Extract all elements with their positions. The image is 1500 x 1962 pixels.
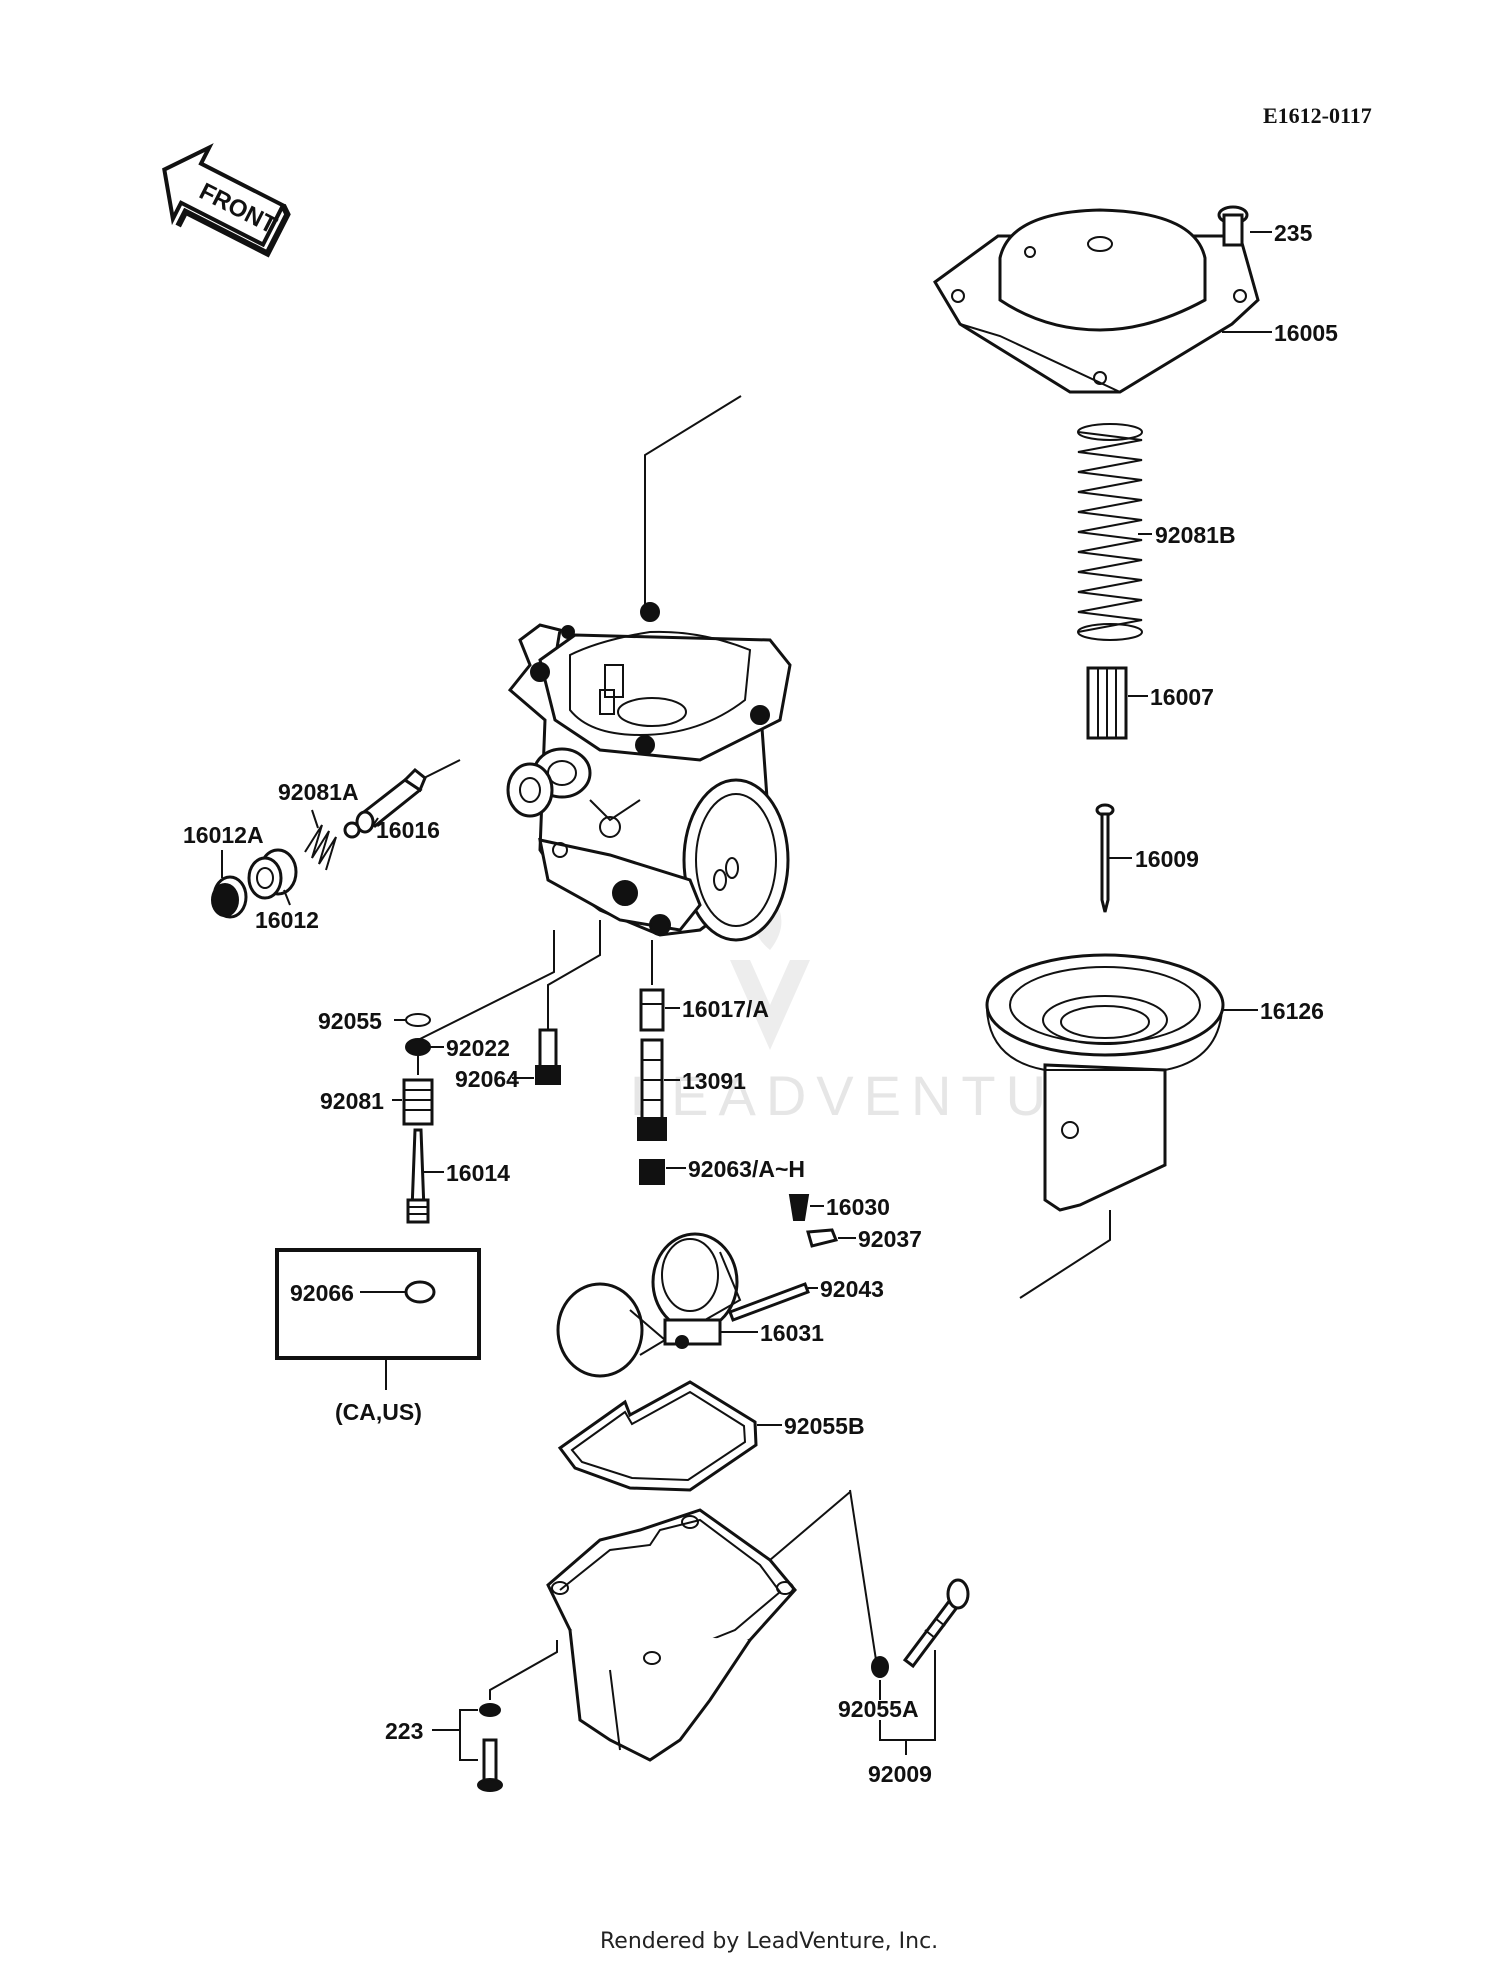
needle-jet-16017A	[639, 988, 665, 1032]
label-92022: 92022	[446, 1035, 510, 1061]
label-16016: 16016	[376, 817, 440, 843]
needle-16009	[1095, 803, 1115, 913]
variant-note: (CA,US)	[335, 1399, 422, 1425]
label-16012: 16012	[255, 907, 319, 933]
label-16009: 16009	[1135, 846, 1199, 872]
label-16014: 16014	[446, 1160, 510, 1186]
label-13091: 13091	[682, 1068, 746, 1094]
label-16005: 16005	[1274, 320, 1338, 346]
diagram-code: E1612-0117	[1263, 103, 1372, 128]
oring-92055	[405, 1013, 431, 1027]
bleed-pipe-13091	[637, 1038, 667, 1141]
clip-92037	[806, 1228, 839, 1248]
label-16017A: 16017/A	[682, 996, 769, 1022]
footer-credit: Rendered by LeadVenture, Inc.	[600, 1929, 938, 1954]
float-16031	[556, 1232, 742, 1378]
label-16007: 16007	[1150, 684, 1214, 710]
label-16012A: 16012A	[183, 822, 264, 848]
oring-92055A	[871, 1656, 889, 1678]
spring-92081B	[1077, 423, 1143, 641]
label-92066: 92066	[290, 1280, 354, 1306]
label-16030: 16030	[826, 1194, 890, 1220]
spring-92081A	[304, 824, 337, 871]
front-arrow-icon: FRONT	[162, 143, 291, 258]
diaphragm-16126	[985, 953, 1225, 1212]
label-92055A: 92055A	[838, 1696, 919, 1722]
label-16031: 16031	[760, 1320, 824, 1346]
variant-box	[275, 1248, 481, 1360]
label-223: 223	[385, 1718, 423, 1744]
carburetor-body	[506, 602, 792, 942]
label-92037: 92037	[858, 1226, 922, 1252]
pilot-screw-16016	[343, 767, 427, 839]
screw-16014	[406, 1128, 430, 1224]
label-92055B: 92055B	[784, 1413, 865, 1439]
label-235: 235	[1274, 220, 1313, 246]
top-cover-16005	[933, 208, 1260, 394]
screw-223	[477, 1703, 503, 1792]
float-valve-16030	[788, 1194, 810, 1221]
pin-92043	[728, 1282, 810, 1322]
spring-92081	[402, 1078, 434, 1126]
washer-92022	[405, 1038, 431, 1056]
label-92064: 92064	[455, 1066, 519, 1092]
jet-92064	[535, 1028, 561, 1085]
label-92081B: 92081B	[1155, 522, 1236, 548]
label-92055: 92055	[318, 1008, 382, 1034]
main-jet-92063	[639, 1159, 665, 1185]
label-92081: 92081	[320, 1088, 384, 1114]
label-92081A: 92081A	[278, 779, 359, 805]
label-16126: 16126	[1260, 998, 1324, 1024]
gasket-92055B	[557, 1380, 758, 1492]
drain-screw-92009	[902, 1578, 970, 1669]
label-92043: 92043	[820, 1276, 884, 1302]
float-bowl	[546, 1508, 797, 1762]
screw-235	[1217, 205, 1249, 247]
label-92009: 92009	[868, 1761, 932, 1787]
cap-16012	[247, 848, 298, 900]
holder-16007	[1086, 666, 1128, 740]
label-92063: 92063/A~H	[688, 1156, 805, 1182]
cap-16012A	[211, 875, 248, 919]
